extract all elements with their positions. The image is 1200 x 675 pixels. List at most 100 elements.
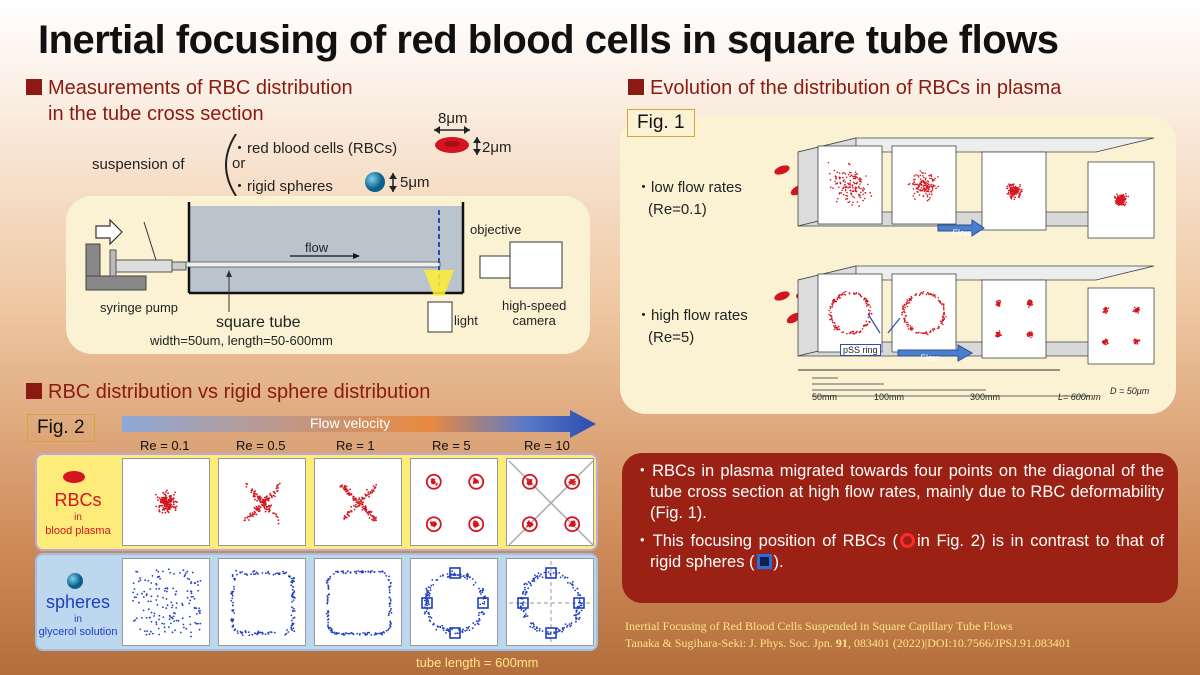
sphere-dimension-icon [365, 172, 397, 192]
sphere-row-label: spheres [45, 592, 111, 612]
fig1-tick-300: 300mm [970, 392, 1001, 402]
high-flow-text: high flow rates [651, 307, 748, 324]
fig2-cell [506, 458, 594, 546]
citation-title: Inertial Focusing of Red Blood Cells Sus… [625, 619, 1013, 633]
fig2-cell [218, 558, 306, 646]
blue-square-marker-icon [756, 554, 772, 569]
fig1-tick-100: 100mm [874, 392, 905, 402]
rbc-dimension-icon [434, 126, 481, 155]
low-flow-text: low flow rates [651, 179, 742, 196]
fig2-cell [122, 558, 210, 646]
re-label-3: Re = 5 [432, 438, 471, 453]
summary-bullet-1: ・RBCs in plasma migrated towards four po… [634, 462, 1165, 522]
bullet-square-icon [628, 79, 644, 95]
re-label-4: Re = 10 [524, 438, 570, 453]
fig2-cell [218, 458, 306, 546]
citation-ref: Tanaka & Sugihara-Seki: J. Phys. Soc. Jp… [625, 635, 1071, 652]
scatter-plot [509, 561, 593, 645]
rbc-thickness-label: 2μm [482, 139, 512, 156]
flow-velocity-arrow [122, 410, 596, 438]
fig2-cell [122, 458, 210, 546]
fig1-label: Fig. 1 [627, 109, 695, 137]
low-flow-label: ・low flow rates [636, 179, 742, 196]
rbc-icon [63, 471, 85, 483]
slide-title: Inertial focusing of red blood cells in … [38, 18, 1059, 62]
fig1-flow-tag-top: Flow [952, 228, 972, 238]
fig2-label: Fig. 2 [27, 414, 95, 442]
pss-ring-label: pSS ring [840, 344, 881, 356]
scatter-plot [243, 482, 281, 525]
high-flow-label: ・high flow rates [636, 307, 748, 324]
scatter-plot [154, 489, 178, 514]
section3-heading-text: RBC distribution vs rigid sphere distrib… [48, 381, 431, 403]
tube-dims-label: width=50um, length=50-600mm [150, 333, 333, 348]
fig1-d-label: D = 50μm [1110, 386, 1150, 396]
re-label-0: Re = 0.1 [140, 438, 190, 453]
rbc-item-label: red blood cells (RBCs) [247, 140, 398, 157]
fig2-cell [314, 558, 402, 646]
fig1-tick-600: L= 600mm [1058, 392, 1101, 402]
summary-box: ・RBCs in plasma migrated towards four po… [622, 453, 1178, 603]
re-label-1: Re = 0.5 [236, 438, 286, 453]
camera-label-line1: high-speed [502, 298, 567, 313]
citation-volume: 91 [835, 636, 848, 650]
fig1-flow-tag-bottom: Flow [920, 353, 940, 363]
flow-label: flow [305, 240, 329, 255]
experimental-setup-diagram [85, 202, 563, 333]
high-re-label: (Re=5) [648, 329, 695, 346]
sphere-item-label: rigid spheres [247, 178, 333, 195]
scatter-plot [425, 473, 485, 533]
fig1-tick-50: 50mm [812, 392, 838, 402]
bullet-square-icon [26, 79, 42, 95]
citation-authors: Tanaka & Sugihara-Seki: J. Phys. Soc. Jp… [625, 636, 833, 650]
sphere-medium-label: glycerol solution [38, 626, 118, 638]
scatter-plot [230, 569, 296, 637]
re-label-2: Re = 1 [336, 438, 375, 453]
sphere-size-label: 5μm [400, 174, 430, 191]
light-label: light [454, 313, 478, 328]
scatter-plot [325, 570, 393, 636]
section1-heading-line2: in the tube cross section [48, 103, 264, 125]
sphere-in-label: in [74, 614, 82, 625]
flow-velocity-label: Flow velocity [310, 415, 391, 431]
sphere-icon [67, 573, 83, 589]
rbc-in-label: in [74, 512, 82, 523]
scatter-plot [132, 568, 202, 638]
sphere-item: ・rigid spheres [232, 178, 333, 195]
summary-bullet-2-c: ). [773, 553, 784, 571]
summary-bullet-2-a: This focusing position of RBCs ( [652, 532, 898, 550]
objective-label: objective [470, 222, 522, 237]
fig1-tube-diagram [774, 137, 1155, 397]
citation-details: , 083401 (2022)|DOI:10.7566/JPSJ.91.0834… [847, 636, 1071, 650]
square-tube-label: square tube [216, 314, 301, 331]
fig2-cell [410, 458, 498, 546]
camera-label-line2: camera [512, 313, 556, 328]
section1-heading: Measurements of RBC distribution [26, 77, 353, 100]
citation: Inertial Focusing of Red Blood Cells Sus… [625, 618, 1071, 652]
scatter-plot [421, 567, 489, 639]
low-re-label: (Re=0.1) [648, 201, 707, 218]
rbc-medium-label: blood plasma [45, 525, 111, 537]
section3-heading: RBC distribution vs rigid sphere distrib… [26, 381, 430, 404]
section1-heading-line1: Measurements of RBC distribution [48, 77, 353, 99]
fig2-cell [410, 558, 498, 646]
rbc-item: ・red blood cells (RBCs) [232, 140, 398, 157]
syringe-pump-label: syringe pump [100, 300, 179, 315]
summary-bullet-2-b: in Fig. 2) is in contrast to that of rig… [650, 532, 1165, 571]
or-label: or [232, 155, 246, 172]
red-circle-marker-icon [899, 533, 915, 548]
scatter-plot [508, 460, 594, 546]
fig2-cell [506, 558, 594, 646]
summary-bullet-2: ・This focusing position of RBCs (in Fig.… [634, 532, 1165, 571]
rbc-row-label: RBCs [54, 490, 102, 510]
section2-heading-text: Evolution of the distribution of RBCs in… [650, 77, 1062, 99]
rbc-width-label: 8μm [438, 110, 468, 127]
summary-bullet-1-text: RBCs in plasma migrated towards four poi… [650, 462, 1165, 522]
fig2-cell [314, 458, 402, 546]
suspension-label: suspension of [92, 156, 185, 173]
scatter-plot [339, 483, 378, 522]
bullet-square-icon [26, 383, 42, 399]
brace-icon [225, 133, 237, 197]
